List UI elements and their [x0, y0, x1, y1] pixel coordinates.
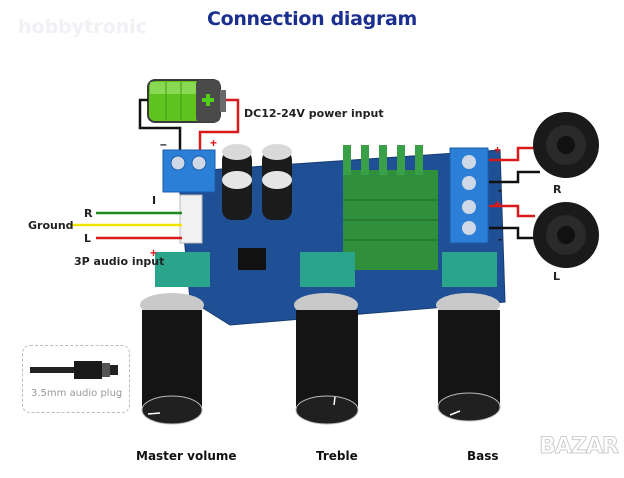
audio-plug-label: 3.5mm audio plug	[31, 388, 123, 399]
power-minus-sign: –	[160, 137, 167, 151]
audio-input-marker: I	[152, 194, 157, 207]
ic-chip	[238, 248, 266, 270]
speaker-l-plus-sign: +	[494, 197, 502, 211]
page-title: Connection diagram	[206, 8, 418, 30]
speaker-r-icon	[533, 112, 599, 178]
power-wire-positive	[198, 98, 240, 155]
capacitors	[222, 144, 292, 220]
audio-input-connector	[179, 194, 203, 244]
speaker-l-minus-sign: -	[498, 232, 502, 246]
speaker-r-label: R	[553, 183, 562, 196]
watermark-logo: hobbytronic	[18, 16, 147, 38]
speaker-l-icon	[533, 202, 599, 268]
audio-input-label: 3P audio input	[74, 255, 165, 268]
ground-label: Ground	[28, 219, 74, 232]
speaker-r-plus-sign: +	[494, 143, 502, 157]
audio-input-plus-sign: +	[150, 246, 158, 260]
audio-jack-icon	[30, 361, 118, 379]
speaker-terminal-block	[449, 147, 489, 244]
bass-label: Bass	[467, 449, 499, 463]
knob-bass	[436, 252, 501, 422]
audio-l-label: L	[84, 232, 92, 245]
knob-master-volume	[140, 252, 210, 425]
power-input-label: DC12-24V power input	[244, 107, 384, 120]
power-terminal-block	[162, 149, 216, 193]
power-plus-sign: +	[210, 136, 218, 150]
audio-plug-box	[22, 345, 130, 413]
master-volume-label: Master volume	[136, 449, 237, 463]
speaker-r-minus-sign: -	[498, 183, 502, 197]
treble-label: Treble	[316, 449, 358, 463]
audio-r-label: R	[84, 207, 93, 220]
speaker-l-label: L	[553, 270, 561, 283]
knob-treble	[294, 252, 359, 425]
battery-icon	[147, 79, 226, 123]
bazar-logo: BAZAR	[539, 434, 620, 460]
heatsink	[343, 145, 438, 270]
power-wire-negative	[138, 98, 182, 155]
